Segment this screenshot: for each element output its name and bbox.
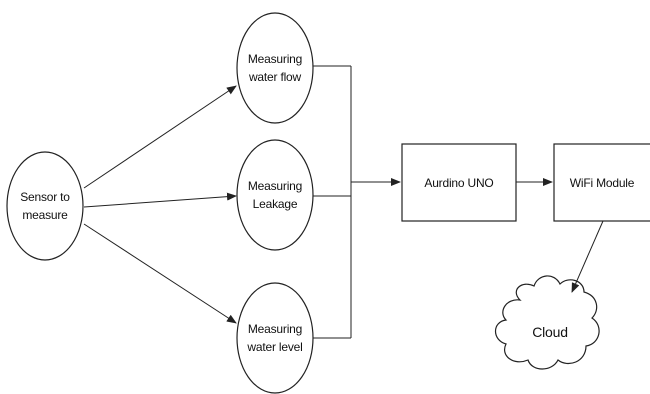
arduino-label: Aurdino UNO xyxy=(424,175,494,190)
sensor-node xyxy=(6,151,84,261)
leakage-label: Measuring Leakage xyxy=(247,179,303,211)
wifi-module-label: WiFi Module xyxy=(569,175,635,190)
water-flow-node xyxy=(236,12,314,124)
edge-sensor-to-level xyxy=(83,223,237,324)
leakage-node xyxy=(236,139,314,251)
cloud-label: Cloud xyxy=(532,324,568,340)
edge-wifi-to-cloud xyxy=(571,220,604,293)
edge-sensor-to-flow xyxy=(83,85,237,189)
wifi-module-node xyxy=(553,143,650,222)
arduino-node xyxy=(401,143,517,222)
water-flow-label: Measuring water flow xyxy=(247,52,303,84)
edge-sensor-to-leakage xyxy=(83,192,237,208)
sensor-label: Sensor to measure xyxy=(20,190,70,222)
cloud-node xyxy=(494,275,600,370)
water-level-label: Measuring water level xyxy=(247,322,303,354)
